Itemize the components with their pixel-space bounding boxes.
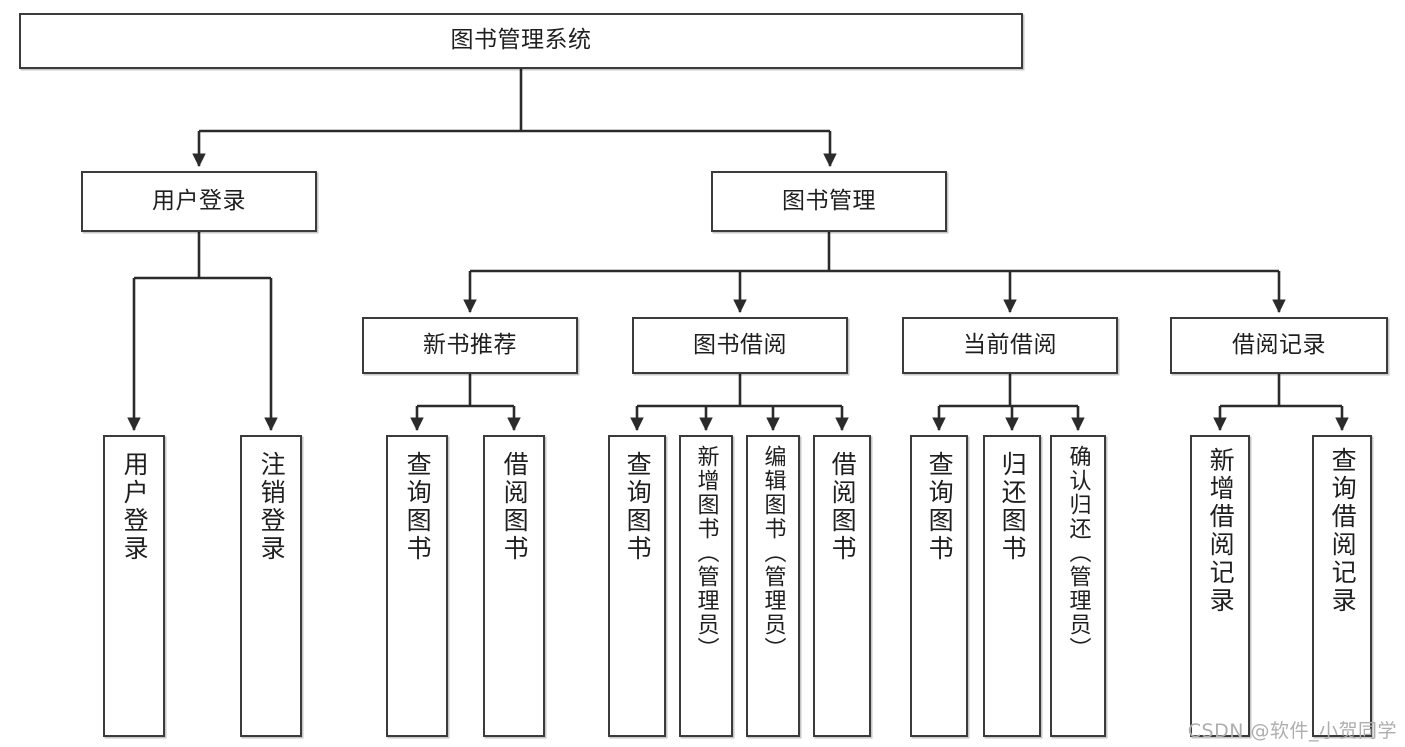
node-leaf-add-book-admin-label: 新增图书（管理员） [693, 445, 719, 661]
node-leaf-query-borrow-record[interactable]: 查询借阅记录 [1312, 435, 1372, 737]
node-leaf-edit-book-admin[interactable]: 编辑图书（管理员） [746, 435, 800, 737]
node-leaf-logout-login-label: 注销登录 [257, 451, 287, 563]
node-leaf-add-book-admin[interactable]: 新增图书（管理员） [679, 435, 733, 737]
node-leaf-query-book-1[interactable]: 查询图书 [386, 435, 448, 737]
node-leaf-confirm-return-admin[interactable]: 确认归还（管理员） [1050, 435, 1106, 737]
node-leaf-user-login-label: 用户登录 [120, 451, 150, 563]
node-book-borrow-label: 图书借阅 [693, 331, 787, 358]
node-new-book-recommend-label: 新书推荐 [423, 331, 517, 358]
node-leaf-query-book-1-label: 查询图书 [403, 451, 433, 563]
node-leaf-edit-book-admin-label: 编辑图书（管理员） [760, 445, 786, 661]
node-leaf-query-book-2-label: 查询图书 [623, 451, 653, 563]
node-leaf-add-borrow-record[interactable]: 新增借阅记录 [1190, 435, 1250, 737]
node-user-login[interactable]: 用户登录 [81, 171, 317, 232]
node-root[interactable]: 图书管理系统 [19, 13, 1023, 69]
node-book-manage-label: 图书管理 [782, 187, 876, 214]
node-leaf-return-book[interactable]: 归还图书 [983, 435, 1041, 737]
node-book-manage[interactable]: 图书管理 [711, 171, 947, 232]
node-leaf-query-book-3-label: 查询图书 [925, 451, 955, 563]
node-leaf-query-book-2[interactable]: 查询图书 [608, 435, 666, 737]
node-leaf-query-book-3[interactable]: 查询图书 [910, 435, 968, 737]
node-leaf-query-borrow-record-label: 查询借阅记录 [1328, 447, 1358, 615]
node-leaf-borrow-book-2-label: 借阅图书 [828, 451, 858, 563]
node-current-borrow[interactable]: 当前借阅 [902, 317, 1118, 374]
node-current-borrow-label: 当前借阅 [963, 331, 1057, 358]
node-new-book-recommend[interactable]: 新书推荐 [362, 317, 578, 374]
node-leaf-borrow-book-2[interactable]: 借阅图书 [813, 435, 871, 737]
node-leaf-user-login[interactable]: 用户登录 [103, 435, 165, 737]
node-borrow-record[interactable]: 借阅记录 [1170, 317, 1388, 374]
node-leaf-logout-login[interactable]: 注销登录 [240, 435, 302, 737]
node-leaf-confirm-return-admin-label: 确认归还（管理员） [1065, 445, 1091, 661]
csdn-watermark: CSDN @软件_小贺同学 [1187, 720, 1397, 742]
node-leaf-add-borrow-record-label: 新增借阅记录 [1206, 447, 1236, 615]
node-leaf-return-book-label: 归还图书 [998, 451, 1028, 563]
node-leaf-borrow-book-1-label: 借阅图书 [500, 451, 530, 563]
node-leaf-borrow-book-1[interactable]: 借阅图书 [483, 435, 545, 737]
node-book-borrow[interactable]: 图书借阅 [632, 317, 848, 374]
node-root-label: 图书管理系统 [450, 27, 592, 54]
node-user-login-label: 用户登录 [152, 187, 246, 214]
node-borrow-record-label: 借阅记录 [1232, 331, 1326, 358]
